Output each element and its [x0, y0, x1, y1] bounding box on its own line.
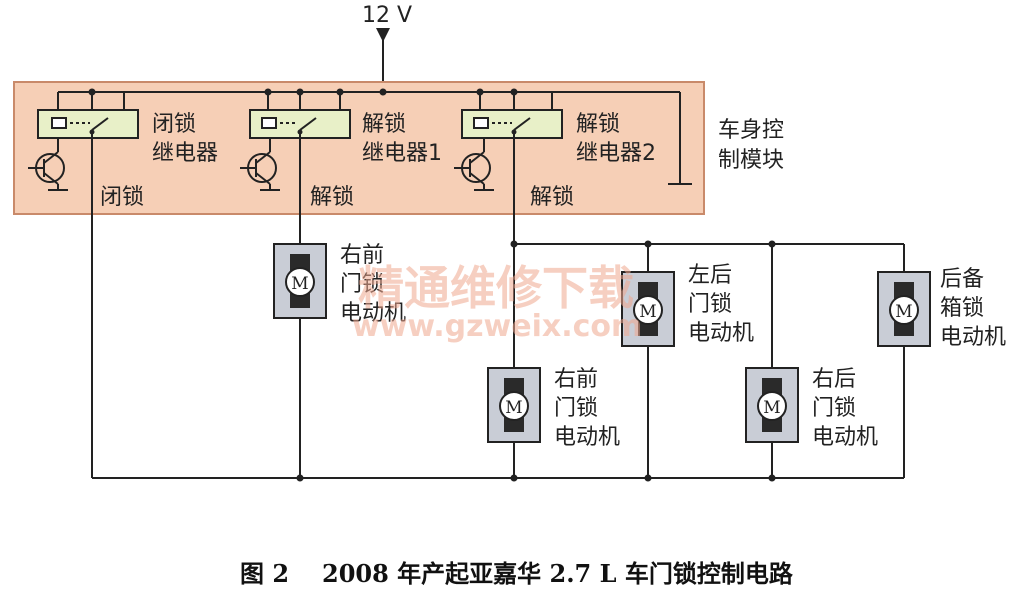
relay-coil-icon — [261, 117, 277, 129]
relay-coil-icon — [473, 117, 489, 129]
output-label-lock: 闭锁 — [100, 185, 144, 210]
transistor-icon — [454, 138, 494, 191]
motor-label-line2: 门锁 — [554, 396, 598, 421]
output-label-unlock2: 解锁 — [530, 185, 574, 210]
caption-text: 2008 年产起亚嘉华 2.7 L 车门锁控制电路 — [322, 559, 794, 588]
relay-contact-icon — [299, 117, 317, 131]
motor-rear-right: M 右后 门锁 电动机 — [745, 367, 878, 450]
motor-label-line2: 箱锁 — [940, 296, 984, 321]
relay-lock-name-line1: 闭锁 — [152, 112, 196, 137]
motor-label-line3: 电动机 — [940, 325, 1006, 350]
transistor-icon — [240, 138, 280, 191]
motor-label-line2: 门锁 — [340, 272, 384, 297]
relay-unlock2-name-line1: 解锁 — [576, 112, 620, 137]
motor-icon — [499, 391, 529, 421]
bus-junction-dots — [88, 88, 518, 96]
motor-label-line1: 右前 — [554, 367, 598, 392]
motor-icon — [285, 267, 315, 297]
relay-contact-icon — [513, 117, 531, 131]
motor-rear-left: M 左后 门锁 电动机 — [621, 263, 754, 347]
motor-front-right-upper: M 右前 门锁 电动机 — [273, 243, 406, 326]
module-label-line2: 制模块 — [718, 148, 784, 173]
output-label-unlock1: 解锁 — [310, 185, 354, 210]
motor-symbol: M — [291, 274, 308, 294]
motor-label-line3: 电动机 — [688, 321, 754, 346]
relay-unlock2-name-line2: 继电器2 — [576, 141, 656, 166]
relay-lock: 闭锁 继电器 — [37, 109, 218, 166]
motor-symbol: M — [639, 302, 656, 322]
motor-label-line1: 后备 — [940, 267, 984, 292]
motor-trunk: M 后备 箱锁 电动机 — [877, 267, 1006, 350]
module-label-line1: 车身控 — [718, 118, 784, 143]
motor-front-right-lower: M 右前 门锁 电动机 — [487, 367, 620, 450]
relay-unlock1-name-line2: 继电器1 — [362, 141, 442, 166]
motor-icon — [633, 295, 663, 325]
watermark-url: www.gzweix.com — [352, 309, 642, 344]
motor-label-line2: 门锁 — [812, 396, 856, 421]
relay-coil-icon — [51, 117, 67, 129]
motor-icon — [757, 391, 787, 421]
motor-label-line3: 电动机 — [554, 425, 620, 450]
motor-label-line3: 电动机 — [340, 301, 406, 326]
motor-icon — [889, 295, 919, 325]
motor-label-line2: 门锁 — [688, 292, 732, 317]
relay-lock-name-line2: 继电器 — [152, 141, 218, 166]
motor-symbol: M — [505, 398, 522, 418]
motor-symbol: M — [763, 398, 780, 418]
motor-label-line1: 右后 — [812, 367, 856, 392]
supply-voltage-label: 12 V — [362, 3, 412, 28]
relay-contact-icon — [91, 117, 109, 131]
transistor-icon — [28, 138, 68, 191]
motor-label-line1: 右前 — [340, 243, 384, 268]
relay-unlock2: 解锁 继电器2 — [461, 109, 656, 166]
motor-symbol: M — [895, 302, 912, 322]
caption-figure-number: 图 2 — [240, 559, 289, 588]
wire-junction-dots — [296, 240, 776, 482]
motor-label-line3: 电动机 — [812, 425, 878, 450]
relay-unlock1-name-line1: 解锁 — [362, 112, 406, 137]
body-control-module — [13, 81, 705, 215]
watermark-cn: 精通维修下载 — [358, 261, 634, 315]
supply-arrow-icon — [376, 28, 390, 42]
motor-label-line1: 左后 — [688, 263, 732, 288]
